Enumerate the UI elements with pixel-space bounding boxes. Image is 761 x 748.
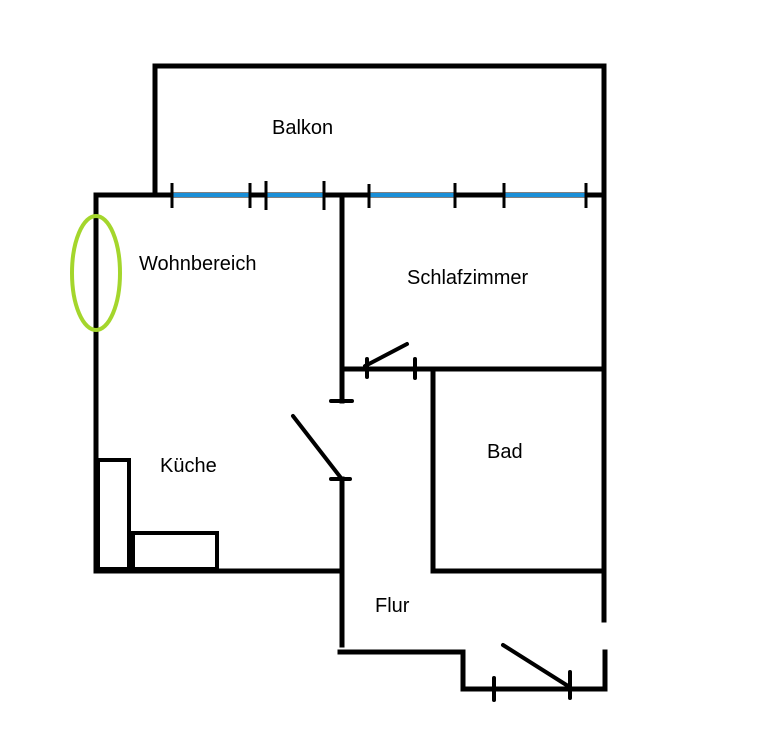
room-label-wohnbereich: Wohnbereich [139,253,257,275]
room-label-kueche: Küche [160,455,217,477]
room-label-balkon: Balkon [272,117,334,139]
room-label-flur: Flur [375,595,410,617]
window-ticks [170,181,588,210]
balcony-outline [152,63,607,198]
counter-horizontal [131,531,219,571]
room-label-bad: Bad [487,441,523,463]
walls [93,63,608,692]
room-label-schlafzimmer: Schlafzimmer [407,267,529,289]
counter-vertical [96,458,131,571]
entrance-door-leaf [501,643,570,688]
bedroom-door-leaf [363,342,409,368]
kitchen-door-leaf [291,414,343,480]
doors [291,342,572,702]
highlight-ellipse [70,214,122,332]
kitchen-counters [96,458,219,571]
